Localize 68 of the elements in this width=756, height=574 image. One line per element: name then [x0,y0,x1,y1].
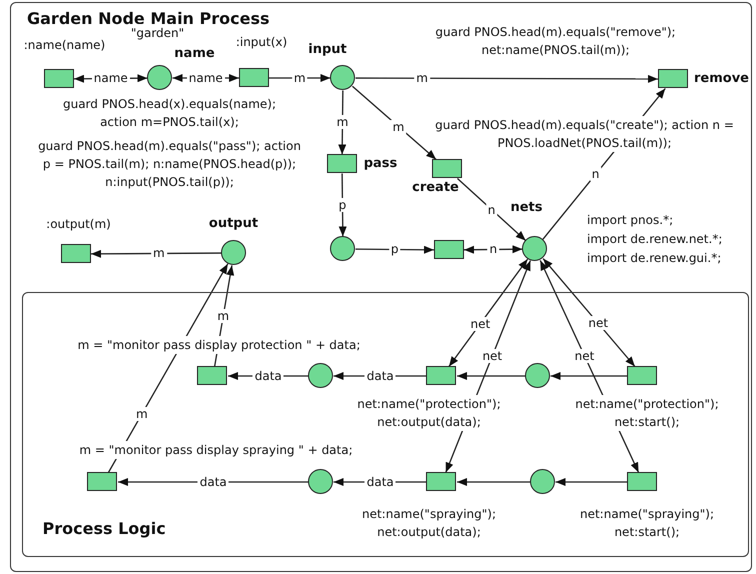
edge-label: n [486,202,498,217]
edge-label: net [586,316,610,330]
edge-label: n [590,167,602,182]
panel [22,292,748,556]
inscription: guard PNOS.head(m).equals("create"); action n = PNOS.loadNet(PNOS.tail(m)); [434,116,734,152]
arc-arrow [457,178,526,242]
place-name: nets [510,198,543,216]
transition-box [432,159,462,178]
place-name: input [308,40,347,58]
edge-label: data [198,475,229,489]
edge-label: data [364,475,396,489]
arc-arrow [550,372,628,380]
place-circle [221,240,246,265]
place-circle [524,362,550,388]
transition-box [44,69,74,88]
edge-label: m [215,308,232,323]
place-name: name [174,44,215,62]
edge-label: data [252,369,284,383]
transition-box [60,244,90,263]
arc-arrow [352,86,437,160]
place-name: pass [364,154,398,172]
place-circle [530,468,554,494]
inscription: "garden" [130,24,184,42]
transition-box [434,240,464,259]
edge-label: net [468,316,492,331]
transition-box [238,68,268,87]
transition-box [197,366,227,384]
arc-arrow [542,258,636,367]
place-name: remove [694,70,749,88]
arc-arrow [356,74,658,83]
place-name: output [208,214,258,232]
declaration-text: import de.renew.net.*; [587,231,722,248]
arc-arrow [338,174,347,236]
place-circle [308,468,332,494]
place-name: create [412,178,459,196]
arc-arrow [457,478,530,486]
arc-arrow [338,90,346,154]
place-circle [330,236,355,261]
edge-label: m [390,120,406,134]
place-circle [308,362,332,388]
arc-arrow [269,74,330,82]
place-circle [147,65,172,90]
transition-box [627,366,657,384]
edge-label: m [134,407,150,422]
transition-box [87,472,117,490]
declaration-text: import de.renew.gui.*; [587,250,722,267]
panel-title: Process Logic [42,518,166,538]
inscription: m = "monitor pass display protection " + data; [78,336,360,354]
arc-arrow [464,245,522,254]
place-circle [330,65,355,90]
transition-box [627,472,657,490]
arc-arrow [457,372,526,380]
edge-label: p [336,198,348,212]
transition-box [326,154,356,173]
declaration-text: import pnos.*; [587,212,674,229]
place-circle [522,236,547,261]
edge-label: data [364,369,396,383]
arc-arrow [356,246,434,254]
arc-arrow [448,258,528,367]
inscription: m = "monitor pass display spraying " + data; [79,441,353,459]
transition-box [426,366,456,384]
edge-label: net [572,348,596,363]
transition-box [658,69,688,88]
arc-arrow [91,250,222,258]
transition-box [426,472,456,490]
panel [10,2,752,572]
edge-label: m [334,115,350,130]
arc-arrow [556,478,628,486]
